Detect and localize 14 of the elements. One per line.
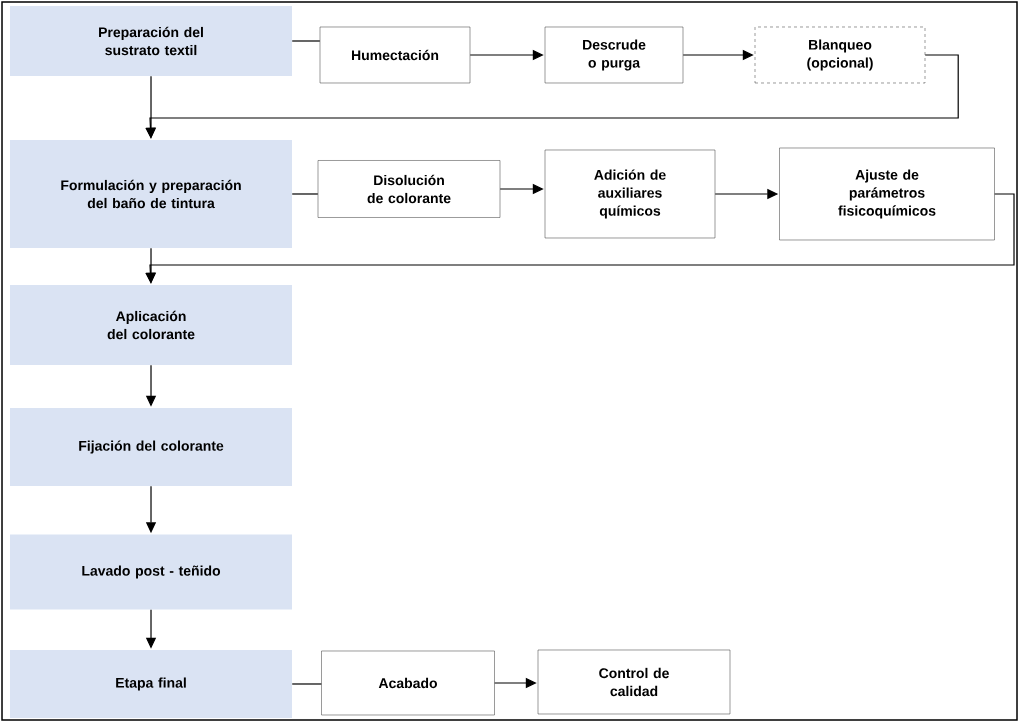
process-box: Ajuste de parámetros fisicoquímicos bbox=[779, 147, 995, 241]
stage-box: Formulación y preparación del baño de tintura bbox=[10, 140, 292, 248]
stage-box: Aplicación del colorante bbox=[10, 285, 292, 365]
process-box: Humectación bbox=[319, 26, 471, 84]
process-box: Adición de auxiliares químicos bbox=[544, 149, 716, 239]
stage-box: Lavado post - teñido bbox=[10, 534, 292, 610]
optional-process-box: Blanqueo (opcional) bbox=[754, 26, 926, 84]
process-box: Control de calidad bbox=[537, 649, 731, 715]
stage-box: Etapa final bbox=[10, 650, 292, 718]
stage-box: Preparación del sustrato textil bbox=[10, 6, 292, 76]
process-box: Disolución de colorante bbox=[317, 160, 501, 218]
process-box: Descrude o purga bbox=[544, 26, 684, 84]
process-box: Acabado bbox=[321, 650, 495, 716]
stage-box: Fijación del colorante bbox=[10, 408, 292, 486]
